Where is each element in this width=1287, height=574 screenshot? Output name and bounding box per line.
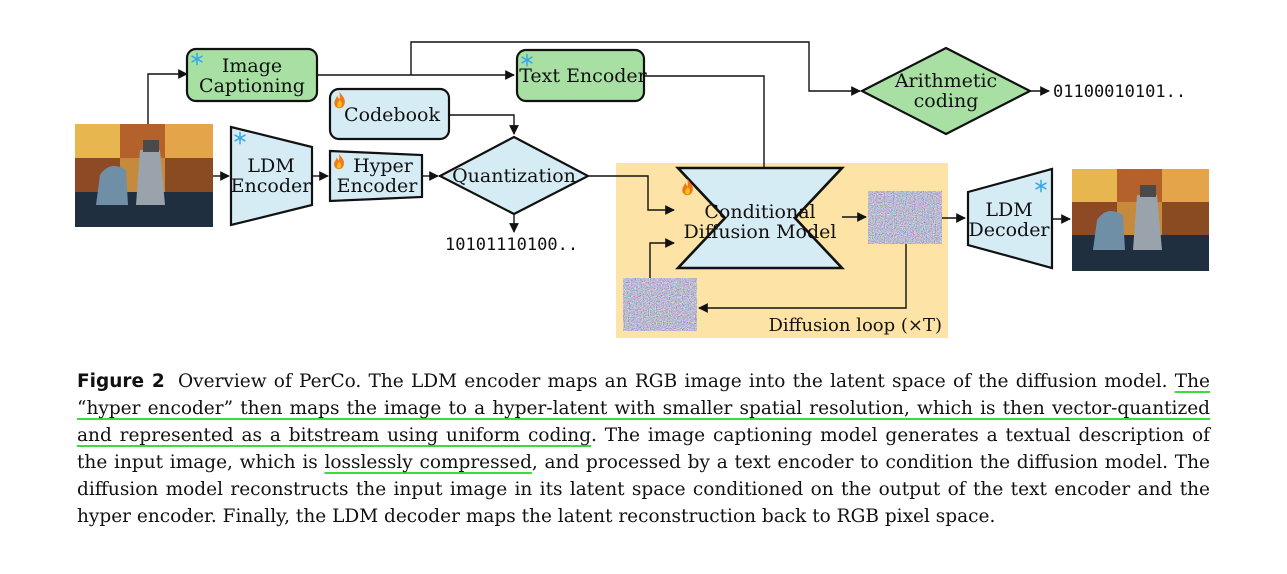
- arithmetic-coding-label-1: Arithmetic: [894, 70, 997, 92]
- caption-highlight: The “hyper encoder” then maps the image …: [77, 371, 1210, 446]
- hyper-encoder-label-2: Encoder: [337, 175, 419, 197]
- image-captioning-label-1: Image: [222, 55, 282, 77]
- text-encoder-label: Text Encoder: [519, 65, 647, 87]
- edge-loop-back: [698, 244, 907, 313]
- edge-quantization-to-diffusion: [588, 175, 675, 215]
- caption-segment: Overview of PerCo. The LDM encoder maps …: [178, 371, 1175, 392]
- image-captioning-label-2: Captioning: [199, 75, 305, 97]
- arithmetic-coding-label-2: coding: [914, 90, 979, 112]
- conditional-diffusion-label-2: Diffusion Model: [684, 221, 837, 243]
- diffusion-loop-label: Diffusion loop (×T): [768, 315, 942, 336]
- conditional-diffusion-node: Conditional Diffusion Model: [674, 166, 846, 270]
- perco-diagram: Image Captioning Text Encoder Codebook L…: [75, 41, 1209, 338]
- noisy-latent-output: [868, 191, 942, 244]
- edge-image-to-captioning: [147, 69, 188, 124]
- ldm-decoder-label-1: LDM: [985, 199, 1032, 221]
- quantization-node: Quantization: [437, 135, 591, 216]
- hyper-encoder-label-1: Hyper: [353, 155, 414, 177]
- ldm-encoder-label-2: Encoder: [231, 175, 313, 197]
- codebook-node: Codebook: [328, 87, 451, 141]
- ldm-decoder-node: LDM Decoder: [966, 167, 1054, 270]
- caption-segment: , and processed by a text encoder to con…: [77, 452, 1210, 527]
- text-encoder-node: Text Encoder: [515, 48, 648, 103]
- quantization-label: Quantization: [452, 165, 576, 187]
- figure-caption: Figure 2 Overview of PerCo. The LDM enco…: [77, 368, 1210, 530]
- edge-codebook-to-quantization: [449, 114, 519, 135]
- quantization-bitstream: 10101110100..: [445, 235, 578, 255]
- caption-segment: . The image captioning model generates a…: [77, 425, 1210, 473]
- noisy-latent-input: [623, 278, 697, 331]
- ldm-encoder-node: LDM Encoder: [229, 125, 314, 227]
- arithmetic-bitstream: 01100010101..: [1053, 82, 1186, 102]
- edge-text-encoder-to-diffusion: [644, 75, 769, 195]
- edge-captioning-to-arithmetic: [410, 41, 861, 96]
- output-image: [1072, 169, 1209, 271]
- input-image: [75, 124, 213, 227]
- codebook-label: Codebook: [344, 104, 440, 126]
- ldm-decoder-label-2: Decoder: [968, 219, 1050, 241]
- conditional-diffusion-label-1: Conditional: [704, 201, 815, 223]
- hyper-encoder-node: Hyper Encoder: [328, 149, 424, 203]
- caption-highlight: losslessly compressed: [324, 452, 532, 473]
- ldm-encoder-label-1: LDM: [247, 155, 294, 177]
- image-captioning-node: Image Captioning: [185, 47, 319, 103]
- edge-loop-latent-to-diffusion: [649, 238, 675, 278]
- arithmetic-coding-node: Arithmetic coding: [859, 46, 1033, 136]
- figure-label: Figure 2: [77, 371, 165, 392]
